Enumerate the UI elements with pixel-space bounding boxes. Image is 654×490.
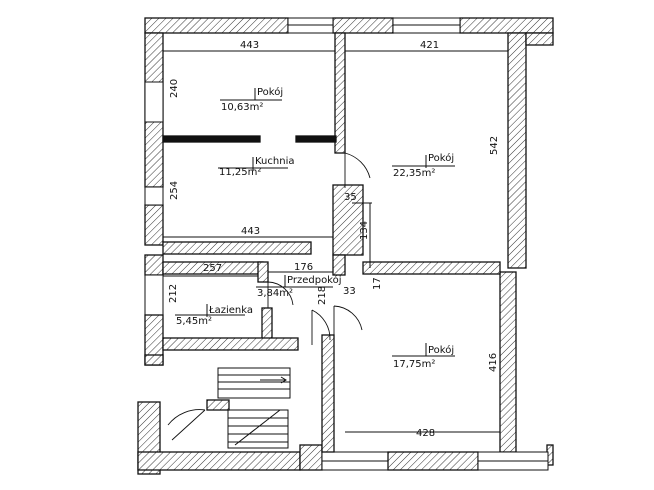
room-name: Kuchnia	[255, 156, 294, 167]
dim-kitchen-bottom-width: 443	[241, 226, 260, 237]
exterior-walls	[137, 17, 554, 475]
room-area: 10,63m²	[221, 102, 263, 113]
wall-pokoj-kuchnia-left	[162, 135, 261, 143]
room-lazienka: Łazienka 5,45m²	[175, 304, 253, 327]
dim-left-top-height: 240	[169, 79, 180, 98]
door-lower-room	[333, 305, 363, 336]
room-area: 22,35m²	[393, 168, 435, 179]
dimension-labels: 443 421 240 254 443 542 257 176 212 218 …	[168, 40, 500, 439]
window-left-upper	[144, 81, 164, 123]
room-kuchnia: Kuchnia 11,25m²	[218, 156, 294, 178]
wall-top-mid	[332, 17, 394, 34]
wall-bottom-mid	[299, 444, 323, 471]
window-left-bath	[144, 274, 164, 316]
wall-right-upper	[507, 32, 527, 269]
room-pokoj-1: Pokój 10,63m²	[220, 86, 283, 113]
staircase	[217, 367, 291, 449]
wall-bottom-mid2	[387, 451, 479, 471]
door-stair	[167, 409, 206, 441]
door-hall-left	[311, 309, 331, 345]
wall-stair-top	[144, 354, 164, 366]
room-name: Przedpokój	[287, 274, 342, 286]
dim-hall-width: 176	[294, 262, 313, 273]
dim-bath-width: 257	[203, 263, 222, 274]
wall-left-mid	[144, 204, 164, 246]
dim-right-height: 542	[489, 136, 500, 155]
dim-top-right-width: 421	[420, 40, 439, 51]
wall-right-outer	[525, 32, 554, 46]
doors	[167, 152, 371, 441]
room-area: 17,75m²	[393, 359, 435, 370]
interior-walls	[144, 32, 501, 453]
door-kitchen	[344, 152, 371, 188]
dim-pillar-top: 35	[344, 192, 357, 203]
wall-center-pillar-low	[332, 254, 346, 276]
dim-bottom-room-width: 428	[416, 428, 435, 439]
dimension-lines	[163, 50, 508, 433]
wall-top-right	[459, 17, 554, 34]
wall-stair-inner	[206, 399, 230, 411]
room-name: Pokój	[257, 86, 283, 98]
wall-lower-room-left	[321, 334, 335, 453]
room-przedpokoj: Przedpokój 3,84m²	[256, 274, 342, 299]
room-pokoj-2: Pokój 22,35m²	[392, 152, 455, 179]
wall-top-left	[144, 17, 289, 34]
room-name: Łazienka	[208, 305, 253, 316]
wall-kitchen-bottom	[162, 241, 312, 255]
dim-bottom-room-height: 416	[488, 353, 499, 372]
wall-between-right-rooms	[362, 261, 501, 275]
wall-center-pillar	[332, 184, 364, 256]
dim-left-mid-height: 254	[169, 181, 180, 200]
dim-pillar-small-b: 17	[372, 277, 383, 290]
room-name: Pokój	[428, 152, 454, 164]
wall-pokoj-kuchnia-right	[295, 135, 337, 143]
room-area: 11,25m²	[219, 167, 261, 178]
dim-bath-height: 212	[168, 284, 179, 303]
wall-bath-bottom	[162, 337, 299, 351]
wall-between-top-rooms	[334, 32, 346, 154]
window-left-mid	[144, 186, 164, 206]
wall-bath-right	[257, 261, 269, 283]
dim-pillar-small-a: 33	[343, 286, 356, 297]
room-area: 3,84m²	[257, 288, 293, 299]
wall-right-lower	[499, 271, 517, 453]
room-name: Pokój	[428, 344, 454, 356]
room-pokoj-3: Pokój 17,75m²	[392, 343, 455, 370]
wall-left-bath	[144, 254, 164, 276]
room-area: 5,45m²	[176, 316, 212, 327]
dim-top-left-width: 443	[240, 40, 259, 51]
door-bath	[267, 281, 294, 308]
wall-bottom-left	[137, 451, 301, 471]
dim-hall-height: 218	[317, 286, 328, 305]
dim-pillar-height: 134	[359, 221, 370, 240]
